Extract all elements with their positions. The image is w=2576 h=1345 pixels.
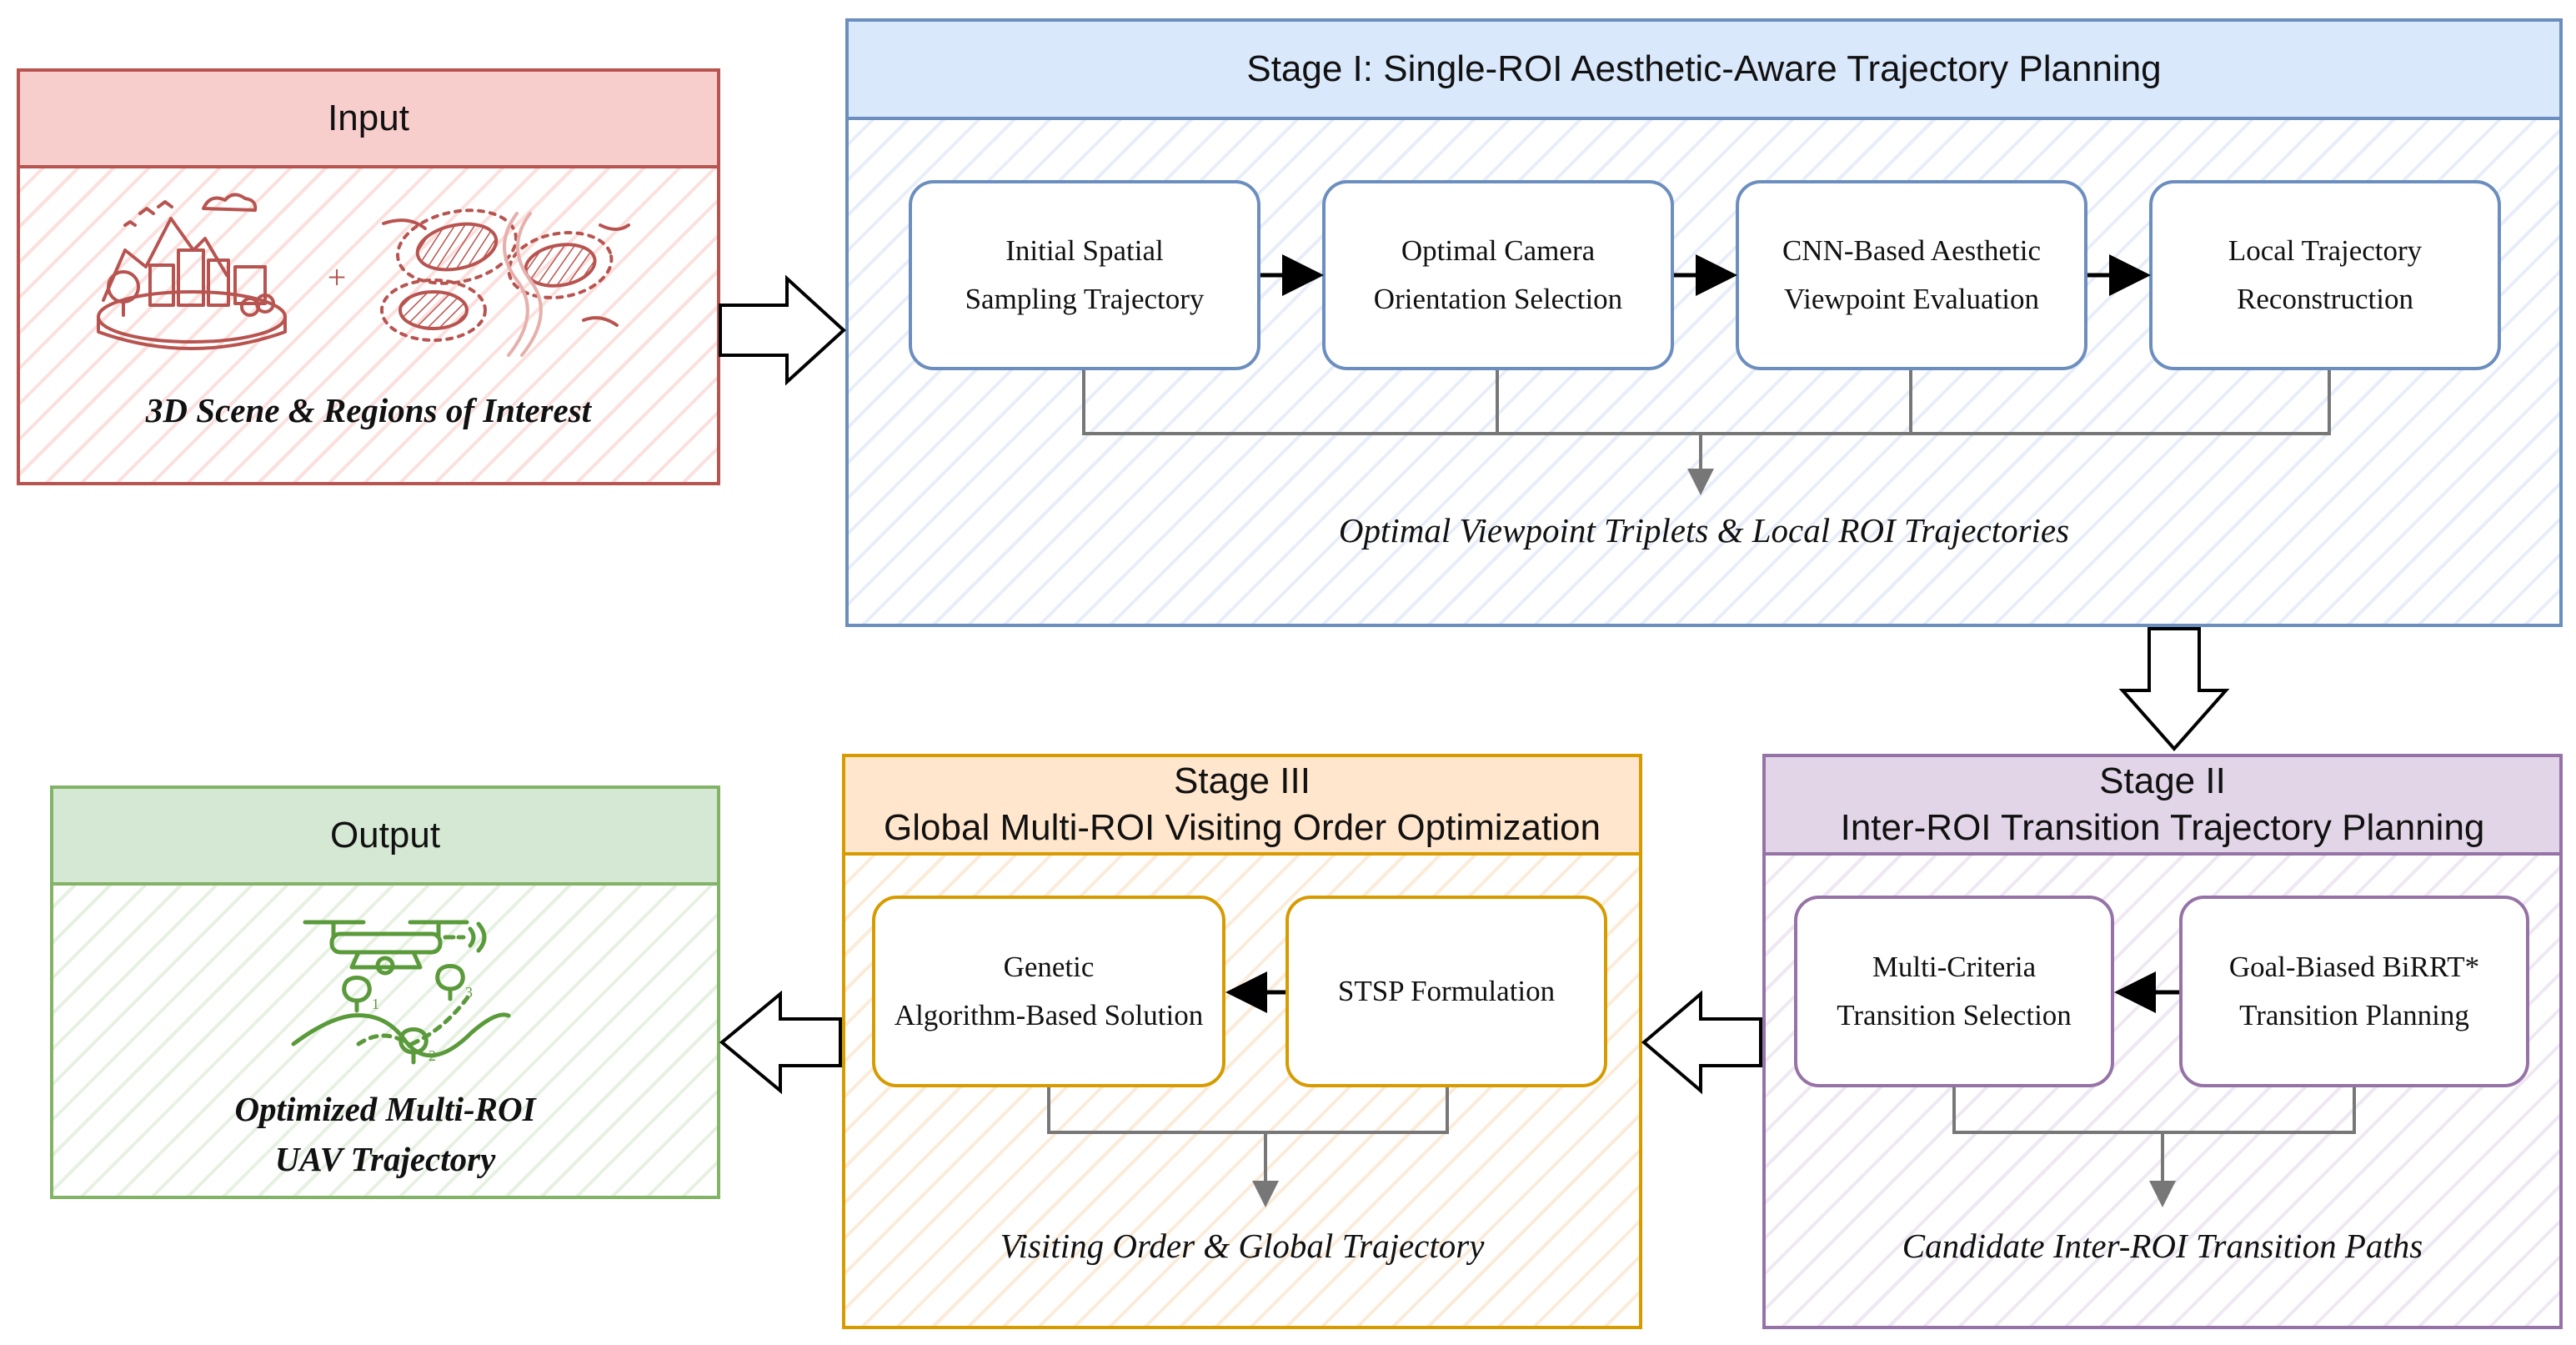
step-goal-biased-birrt: Goal-Biased BiRRT* Transition Planning [2179,896,2529,1087]
input-body [20,168,717,482]
stage3-result: Visiting Order & Global Trajectory [845,1221,1639,1271]
input-plus: + [328,258,347,296]
output-path-icon [291,964,511,1065]
stage2-result-text: Candidate Inter-ROI Transition Paths [1902,1227,2423,1265]
step-cnn-aesthetic: CNN-Based Aesthetic Viewpoint Evaluation [1736,180,2087,370]
stage2-to-stage3-arrow [1641,990,1762,1095]
step-text-line: Local Trajectory [2228,234,2423,267]
step-text-line: Genetic [1003,951,1095,983]
input-caption: 3D Scene & Regions of Interest [20,385,717,435]
step-text-line: Sampling Trajectory [965,283,1205,315]
waypoint-label: 3 [465,984,473,1001]
stage2-result: Candidate Inter-ROI Transition Paths [1766,1221,2559,1271]
step-stsp-formulation: STSP Formulation [1285,896,1607,1087]
step-camera-orientation: Optimal Camera Orientation Selection [1322,180,1674,370]
step-text-line: STSP Formulation [1337,975,1556,1007]
stage3-bracket [1047,1087,1449,1207]
output-title: Output [329,815,441,856]
stage2-header: Stage II Inter-ROI Transition Trajectory… [1766,757,2559,856]
stage1-result: Optimal Viewpoint Triplets & Local ROI T… [849,505,2559,555]
step-text-line: CNN-Based Aesthetic [1782,234,2042,267]
stage3-result-text: Visiting Order & Global Trajectory [1000,1227,1485,1265]
stage1-header: Stage I: Single-ROI Aesthetic-Aware Traj… [849,22,2559,120]
step-text-line: Transition Planning [2239,999,2469,1031]
waypoint-labels: 1 2 3 [372,984,473,1064]
stage1-bracket [1082,370,2331,495]
step-initial-sampling: Initial Spatial Sampling Trajectory [909,180,1260,370]
output-caption-line2: UAV Trajectory [274,1140,496,1178]
step-text-line: Goal-Biased BiRRT* [2228,951,2480,983]
output-header: Output [53,789,717,886]
step-genetic-algorithm: Genetic Algorithm-Based Solution [872,896,1225,1087]
input-caption-text: 3D Scene & Regions of Interest [145,391,592,429]
stage1-title: Stage I: Single-ROI Aesthetic-Aware Traj… [1246,48,2162,89]
step-text-line: Orientation Selection [1373,283,1623,315]
step-text-line: Reconstruction [2237,283,2413,315]
step-text-line: Multi-Criteria [1872,951,2037,983]
step-text-line: Transition Selection [1837,999,2072,1031]
output-body [53,886,717,1196]
input-panel: Input [17,68,720,485]
stage3-title-line2: Global Multi-ROI Visiting Order Optimiza… [884,807,1601,848]
input-to-stage1-arrow [719,274,846,386]
stage3-to-output-arrow [719,990,842,1095]
stage2-title-line1: Stage II [2099,760,2226,801]
step-text-line: Optimal Camera [1401,234,1596,267]
step-multi-criteria: Multi-Criteria Transition Selection [1794,896,2114,1087]
output-caption-line1: Optimized Multi-ROI [234,1090,536,1128]
input-header: Input [20,72,717,168]
waypoint-label: 1 [372,996,379,1012]
stage3-title-line1: Stage III [1174,760,1311,801]
step-text-line: Viewpoint Evaluation [1783,283,2040,315]
drone-icon [303,920,487,976]
output-caption: Optimized Multi-ROI UAV Trajectory [53,1084,717,1184]
stage2-bracket [1952,1087,2356,1207]
stage2-title-line2: Inter-ROI Transition Trajectory Planning [1840,807,2485,848]
city-scene-icon [97,193,287,350]
input-title: Input [328,98,409,138]
waypoint-label: 2 [428,1047,436,1064]
stage1-result-text: Optimal Viewpoint Triplets & Local ROI T… [1338,511,2070,550]
step-text-line: Initial Spatial [1005,234,1164,267]
stage3-header: Stage III Global Multi-ROI Visiting Orde… [845,757,1639,856]
output-panel: Output [50,785,720,1199]
step-local-reconstruction: Local Trajectory Reconstruction [2149,180,2501,370]
step-text-line: Algorithm-Based Solution [894,999,1204,1031]
stage1-to-stage2-arrow [2118,627,2230,752]
roi-map-icon [380,208,630,357]
